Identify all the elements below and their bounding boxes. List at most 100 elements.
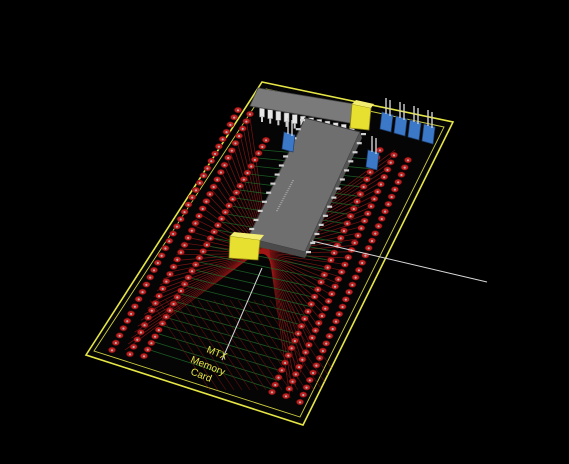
trace	[149, 299, 211, 391]
chip-marking	[277, 208, 280, 210]
pad	[203, 165, 212, 172]
pad	[353, 198, 361, 205]
pad	[188, 194, 197, 201]
pad	[202, 198, 211, 205]
memory-ic-chip	[245, 117, 366, 258]
pad	[238, 125, 247, 132]
pad	[338, 303, 347, 310]
trace	[189, 299, 251, 391]
pad	[211, 150, 219, 157]
pad	[346, 212, 355, 220]
header-block	[281, 118, 296, 153]
pad	[295, 363, 303, 370]
pad	[383, 166, 392, 173]
pad	[217, 215, 226, 222]
pad	[236, 182, 245, 189]
pad	[202, 241, 211, 248]
trace	[203, 253, 326, 280]
pad	[327, 256, 335, 264]
pad	[390, 151, 398, 159]
pad	[317, 278, 325, 286]
chip-marking	[284, 194, 287, 196]
pad	[309, 369, 317, 376]
pad	[314, 319, 323, 327]
pad	[162, 278, 171, 285]
chip-leg	[306, 251, 311, 254]
pad	[199, 248, 208, 255]
leader-line-right	[311, 240, 488, 283]
header-block	[393, 102, 408, 137]
trace	[194, 269, 318, 299]
pad	[243, 169, 252, 176]
pad	[111, 339, 120, 346]
pad	[363, 176, 371, 183]
pad	[288, 378, 297, 385]
chip-marking	[286, 190, 289, 192]
pad	[377, 215, 386, 222]
pad	[225, 202, 233, 209]
pad	[258, 143, 267, 150]
pad	[131, 303, 139, 310]
pad	[294, 330, 303, 337]
pad	[162, 313, 171, 320]
pad	[330, 249, 339, 256]
pad	[123, 317, 132, 325]
chip-leg	[270, 182, 276, 185]
chip-leg	[352, 151, 358, 154]
pad	[126, 350, 134, 358]
pad	[184, 234, 193, 241]
dip-pin	[275, 111, 282, 126]
pad	[355, 266, 363, 274]
chip-leg	[331, 196, 337, 199]
pad	[400, 164, 409, 171]
pad	[115, 332, 124, 339]
pad	[127, 310, 135, 317]
pad	[341, 296, 350, 303]
pad	[327, 290, 336, 297]
pad	[384, 200, 393, 208]
chip-leg	[278, 164, 284, 167]
trace	[165, 299, 227, 391]
trace	[173, 299, 235, 391]
pad	[281, 359, 289, 366]
pad	[251, 156, 259, 163]
trace	[154, 341, 280, 382]
pad	[195, 212, 203, 219]
chip-leg	[318, 223, 324, 226]
pad	[321, 305, 330, 312]
pad	[206, 190, 214, 198]
chip-leg	[310, 241, 316, 245]
pad	[374, 222, 383, 230]
chip-leg	[249, 227, 255, 231]
chip-leg	[356, 142, 362, 145]
pad	[274, 374, 283, 381]
pad	[180, 208, 189, 215]
pad	[351, 274, 360, 281]
pad	[217, 169, 225, 176]
pad	[366, 168, 375, 176]
pad	[318, 312, 326, 319]
pad	[297, 322, 306, 330]
pad	[380, 173, 389, 181]
dip-pin	[291, 114, 298, 129]
pad	[300, 315, 309, 322]
pad	[331, 283, 339, 290]
pad	[184, 274, 193, 281]
pad	[153, 259, 162, 266]
pad	[404, 156, 412, 164]
pad	[213, 176, 222, 183]
pad	[220, 161, 229, 169]
pad	[291, 337, 299, 344]
pad	[324, 297, 333, 305]
pad	[307, 300, 316, 308]
pad	[363, 210, 372, 217]
chip-marking	[283, 196, 286, 198]
trace	[221, 299, 283, 391]
dip-pin	[283, 112, 290, 127]
pad	[268, 388, 276, 396]
pad	[313, 286, 322, 293]
pad	[391, 186, 399, 193]
chip-marking	[289, 184, 292, 186]
